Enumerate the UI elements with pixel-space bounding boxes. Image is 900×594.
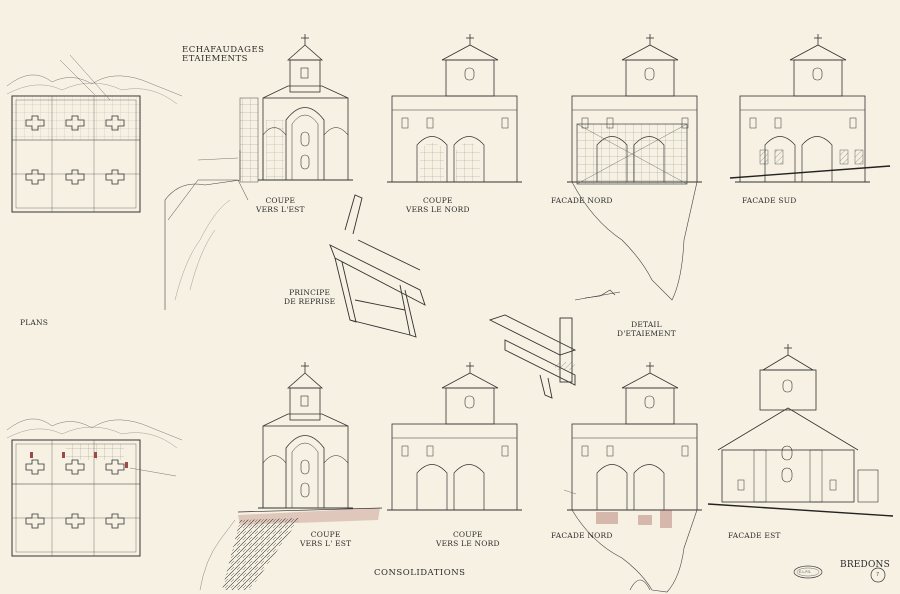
label-coupe-nord-top: COUPE VERS LE NORD xyxy=(406,196,470,214)
title-echafaudages: ECHAFAUDAGES ETAIEMENTS xyxy=(182,45,265,64)
label-facade-nord-top: FACADE NORD xyxy=(551,196,613,205)
label-coupe-est-top: COUPE VERS L'EST xyxy=(256,196,305,214)
sheet-number: 7 xyxy=(876,572,880,578)
label-coupe-est-bottom: COUPE VERS L' EST xyxy=(300,530,352,548)
label-plans: PLANS xyxy=(20,318,49,327)
label-bredons: BREDONS xyxy=(840,560,890,570)
label-principe-reprise: PRINCIPE DE REPRISE xyxy=(284,288,336,306)
label-facade-sud: FACADE SUD xyxy=(742,196,797,205)
label-facade-est: FACADE EST xyxy=(728,531,781,540)
label-consolidations: CONSOLIDATIONS xyxy=(374,568,466,578)
label-facade-nord-bottom: FACADE NORD xyxy=(551,531,613,540)
label-coupe-nord-bottom: COUPE VERS LE NORD xyxy=(436,530,500,548)
label-detail-etaiement: DETAIL D'ETAIEMENT xyxy=(617,320,676,338)
stamp-text: E.L.P.S. xyxy=(799,570,812,574)
sheet-number-mark xyxy=(870,567,886,583)
stamp-seal xyxy=(793,565,823,579)
